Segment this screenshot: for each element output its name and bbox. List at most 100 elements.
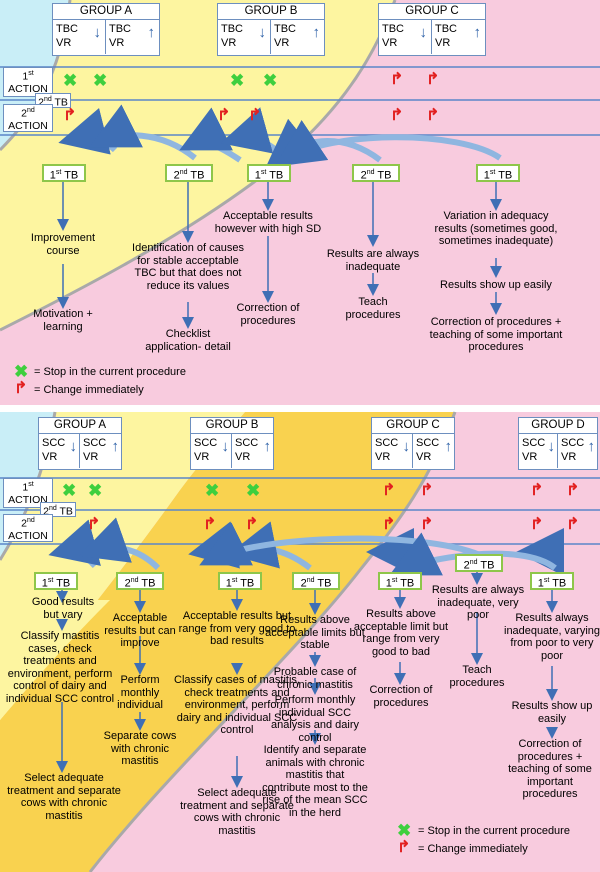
probable-text: Probable case of chronic mastitis <box>273 666 357 691</box>
classify-b-text: Classify cases of mastitis, check treatm… <box>174 674 300 736</box>
up-arrow-icon: ↑ <box>312 24 321 41</box>
correction-teach-d-text: Correction of procedures + teaching of s… <box>508 738 592 800</box>
show-up-d-text: Results show up easily <box>511 700 593 725</box>
acceptable-range-text: Acceptable results but range from very g… <box>178 610 296 647</box>
stop-icon: ✖ <box>63 71 78 90</box>
tb-box: 1st TB <box>34 572 78 590</box>
motivation-text: Motivation + learning <box>33 308 93 333</box>
acceptable-sd-text: Acceptable results however with high SD <box>214 210 322 235</box>
show-up-text: Results show up easily <box>440 279 552 291</box>
group-title: GROUP A <box>53 4 159 20</box>
select-b-text: Select adequate treatment and separate c… <box>180 787 294 837</box>
down-arrow-icon: ↓ <box>69 438 78 455</box>
stop-icon: ✖ <box>263 71 278 90</box>
group-title: GROUP B <box>218 4 324 20</box>
change-icon: ↱ <box>382 516 396 533</box>
change-icon: ↱ <box>203 516 217 533</box>
group-title: GROUP C <box>372 418 454 434</box>
stop-icon: ✖ <box>205 481 220 500</box>
teach-d-text: Teach procedures <box>449 664 505 689</box>
good-vary-text: Good results but vary <box>31 596 95 621</box>
group-title: GROUP A <box>39 418 121 434</box>
above-stable-text: Results above acceptable limits but stab… <box>265 614 365 651</box>
acceptable-improve-text: Acceptable results but can improve <box>104 612 176 649</box>
correction-c-text: Correction of procedures <box>369 684 433 709</box>
stop-icon: ✖ <box>93 71 108 90</box>
group-title: GROUP D <box>519 418 597 434</box>
stop-icon: ✖ <box>230 71 245 90</box>
stop-icon: ✖ <box>14 362 29 381</box>
down-arrow-icon: ↓ <box>258 24 267 41</box>
teach-text: Teach procedures <box>345 296 401 321</box>
change-icon: ↱ <box>426 71 440 88</box>
stop-icon: ✖ <box>246 481 261 500</box>
tb-box: 2nd TB <box>352 164 400 182</box>
always-poor-text: Results are always inadequate, very poor <box>431 584 525 621</box>
down-arrow-icon: ↓ <box>221 438 230 455</box>
stop-icon: ✖ <box>62 481 77 500</box>
perform-monthly-text: Perform monthly individual <box>117 674 163 711</box>
change-icon: ↱ <box>245 516 259 533</box>
up-arrow-icon: ↑ <box>444 438 453 455</box>
legend-stop: = Stop in the current procedure <box>34 366 186 378</box>
classify-a-text: Classify mastitis cases, check treatment… <box>5 630 115 705</box>
improvement-text: Improvement course <box>30 232 96 257</box>
legend-change: = Change immediately <box>34 384 144 396</box>
change-icon: ↱ <box>382 482 396 499</box>
tb-box: 1st TB <box>476 164 520 182</box>
select-a-text: Select adequate treatment and separate c… <box>7 772 121 822</box>
bottom-pink-lower-left <box>0 600 110 720</box>
tb-box: 2nd TB <box>165 164 213 182</box>
down-arrow-icon: ↓ <box>547 438 556 455</box>
stop-icon: ✖ <box>88 481 103 500</box>
change-icon: ↱ <box>530 516 544 533</box>
tb-box: 1st TB <box>378 572 422 590</box>
change-icon: ↱ <box>217 107 231 124</box>
change-icon: ↱ <box>566 516 580 533</box>
tb-box: 2nd TB <box>292 572 340 590</box>
tb-box: 2nd TB <box>116 572 164 590</box>
legend-stop: = Stop in the current procedure <box>418 825 570 837</box>
down-arrow-icon: ↓ <box>93 24 102 41</box>
up-arrow-icon: ↑ <box>263 438 272 455</box>
change-icon: ↱ <box>390 71 404 88</box>
up-arrow-icon: ↑ <box>473 24 482 41</box>
perform-monthly-scc-text: Perform monthly individual SCC analysis … <box>270 694 360 744</box>
identification-text: Identification of causes for stable acce… <box>132 242 244 292</box>
change-icon: ↱ <box>420 516 434 533</box>
change-icon: ↱ <box>14 380 28 397</box>
change-icon: ↱ <box>248 107 262 124</box>
group-title: GROUP B <box>191 418 273 434</box>
bottom-second-tb-label: 2nd TB <box>40 502 76 518</box>
stop-icon: ✖ <box>397 821 412 840</box>
correction-teach-text: Correction of procedures + teaching of s… <box>429 316 563 353</box>
change-icon: ↱ <box>530 482 544 499</box>
separate-chronic-text: Separate cows with chronic mastitis <box>103 730 177 767</box>
change-icon: ↱ <box>397 839 411 856</box>
correction-text: Correction of procedures <box>236 302 300 327</box>
variation-text: Variation in adequacy results (sometimes… <box>434 210 558 247</box>
tb-box: 1st TB <box>42 164 86 182</box>
